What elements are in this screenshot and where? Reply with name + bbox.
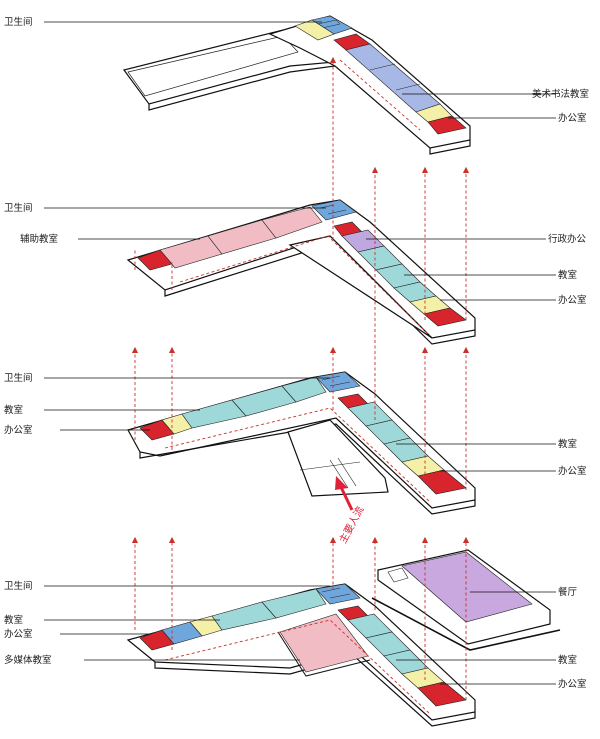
label-f1-classroom-right: 教室 [558, 654, 577, 666]
label-f2-toilet: 卫生间 [4, 372, 33, 384]
label-f3-classroom: 教室 [558, 269, 577, 281]
label-f4-toilet: 卫生间 [4, 16, 33, 28]
floor-1 [126, 549, 561, 727]
label-f3-toilet: 卫生间 [4, 202, 33, 214]
floor-3 [126, 199, 476, 345]
label-f1-office: 办公室 [4, 628, 33, 640]
label-f1-office-right: 办公室 [558, 678, 587, 690]
floor3-office-red-a [137, 249, 173, 271]
label-f3-aux: 辅助教室 [20, 233, 58, 245]
label-f3-office: 办公室 [558, 294, 587, 306]
floor-4 [122, 15, 471, 155]
label-f2-classroom: 教室 [4, 404, 23, 416]
label-f4-office: 办公室 [558, 112, 587, 124]
label-f1-classroom: 教室 [4, 614, 23, 626]
floor2-classroom-c [281, 376, 327, 403]
floor2-toilet [315, 371, 361, 393]
floor-2 [127, 371, 476, 515]
vertical-circulation [131, 56, 470, 700]
labels: 卫生间 美术书法教室 办公室 卫生间 辅助教室 行政办公 教室 办公室 卫生间 … [4, 16, 589, 690]
label-f3-admin: 行政办公 [548, 233, 587, 245]
floor3-toilet [311, 199, 357, 221]
label-f1-toilet: 卫生间 [4, 580, 33, 592]
label-f1-multimedia: 多媒体教室 [4, 654, 52, 666]
floor1-toilet-b [315, 583, 361, 605]
label-f2-office-right: 办公室 [558, 465, 587, 477]
label-f2-classroom-right: 教室 [558, 438, 577, 450]
label-f4-art-room: 美术书法教室 [532, 88, 589, 100]
leader-lines [44, 21, 556, 685]
label-f2-office: 办公室 [4, 424, 33, 436]
label-f1-dining: 餐厅 [558, 586, 578, 598]
floor1-classroom-b [261, 588, 327, 619]
floor4-office-red-b [427, 115, 467, 135]
floor1-dining [401, 551, 533, 623]
floor3-aux-c [261, 206, 323, 239]
